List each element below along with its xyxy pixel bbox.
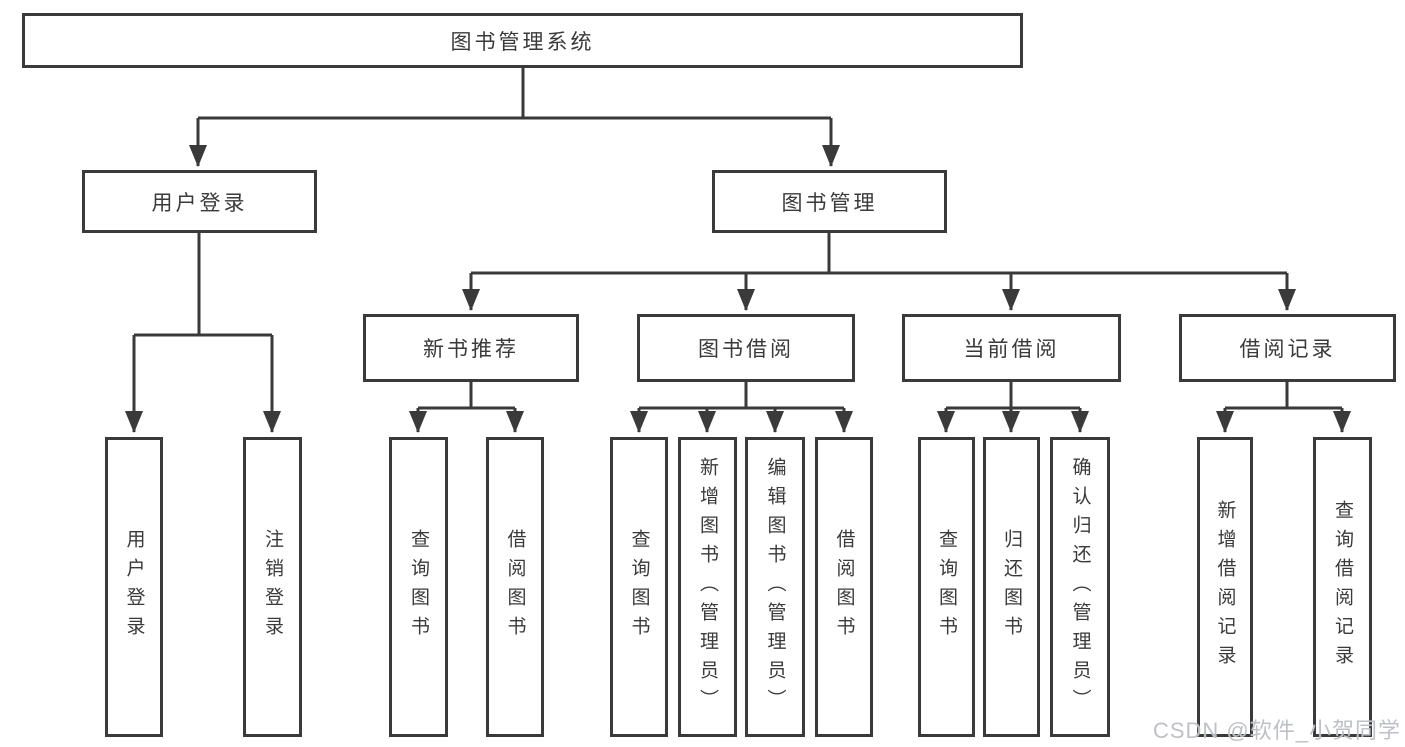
- node-label: 借阅记录: [1239, 338, 1336, 361]
- node-user-login: 用户登录: [82, 170, 317, 233]
- leaf-edit-book-admin: 编辑图书（管理员）: [745, 437, 805, 737]
- node-label: 编辑图书（管理员）: [764, 456, 786, 718]
- node-label: 确认归还（管理员）: [1069, 456, 1091, 718]
- node-borrowing-records: 借阅记录: [1179, 314, 1396, 382]
- node-label: 用户登录: [123, 529, 145, 645]
- node-label: 借阅图书: [504, 529, 526, 645]
- node-label: 查询借阅记录: [1332, 500, 1353, 674]
- node-label: 查询图书: [408, 529, 429, 645]
- node-book-management: 图书管理: [712, 170, 947, 233]
- node-label: 归还图书: [1001, 529, 1022, 645]
- node-label: 查询图书: [628, 529, 650, 645]
- node-label: 注销登录: [262, 529, 283, 645]
- node-library-management-system: 图书管理系统: [22, 13, 1023, 68]
- node-current-borrowing: 当前借阅: [902, 314, 1121, 382]
- node-book-borrowing: 图书借阅: [637, 314, 855, 382]
- leaf-logout: 注销登录: [243, 437, 302, 737]
- leaf-query-borrow-record: 查询借阅记录: [1313, 437, 1372, 737]
- node-label: 用户登录: [151, 191, 248, 215]
- leaf-confirm-return-admin: 确认归还（管理员）: [1050, 437, 1110, 737]
- leaf-add-book-admin: 新增图书（管理员）: [678, 437, 737, 737]
- node-label: 当前借阅: [963, 338, 1060, 361]
- leaf-add-borrow-record: 新增借阅记录: [1197, 437, 1253, 737]
- leaf-query-books-recommend: 查询图书: [389, 437, 448, 737]
- leaf-borrow-books: 借阅图书: [815, 437, 873, 737]
- leaf-borrow-books-recommend: 借阅图书: [486, 437, 544, 737]
- node-label: 新增图书（管理员）: [697, 456, 718, 718]
- node-label: 图书管理系统: [450, 30, 595, 54]
- leaf-user-login: 用户登录: [105, 437, 163, 737]
- node-label: 借阅图书: [833, 529, 855, 645]
- node-label: 图书管理: [781, 191, 878, 215]
- node-label: 图书借阅: [698, 338, 794, 361]
- leaf-query-books-borrowing: 查询图书: [610, 437, 668, 737]
- leaf-query-books-current: 查询图书: [918, 437, 975, 737]
- csdn-watermark: CSDN @软件_小贺同学: [1152, 718, 1401, 743]
- node-new-book-recommend: 新书推荐: [363, 314, 579, 382]
- node-label: 新增借阅记录: [1214, 500, 1236, 674]
- node-label: 查询图书: [936, 529, 957, 645]
- leaf-return-book: 归还图书: [983, 437, 1040, 737]
- node-label: 新书推荐: [423, 338, 519, 361]
